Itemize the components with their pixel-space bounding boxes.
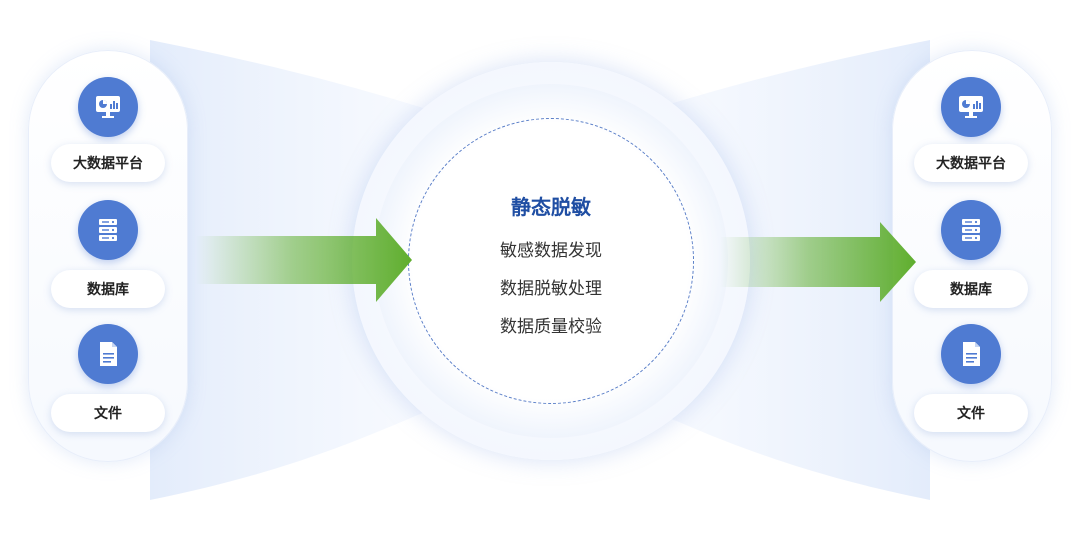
document-icon	[941, 324, 1001, 384]
source-label-file: 文件	[51, 394, 165, 432]
source-label-big-data-platform: 大数据平台	[51, 144, 165, 182]
source-label-database: 数据库	[51, 270, 165, 308]
monitor-chart-icon	[941, 77, 1001, 137]
server-icon	[78, 200, 138, 260]
output-arrow	[720, 222, 916, 302]
input-arrow	[196, 218, 412, 302]
target-label-database: 数据库	[914, 270, 1028, 308]
monitor-chart-icon	[78, 77, 138, 137]
step-data-masking: 数据脱敏处理	[500, 279, 602, 299]
step-sensitive-data-discovery: 敏感数据发现	[500, 241, 602, 261]
center-title: 静态脱敏	[511, 195, 591, 219]
target-label-big-data-platform: 大数据平台	[914, 144, 1028, 182]
server-icon	[941, 200, 1001, 260]
step-data-quality-check: 数据质量校验	[500, 317, 602, 337]
target-label-file: 文件	[914, 394, 1028, 432]
document-icon	[78, 324, 138, 384]
